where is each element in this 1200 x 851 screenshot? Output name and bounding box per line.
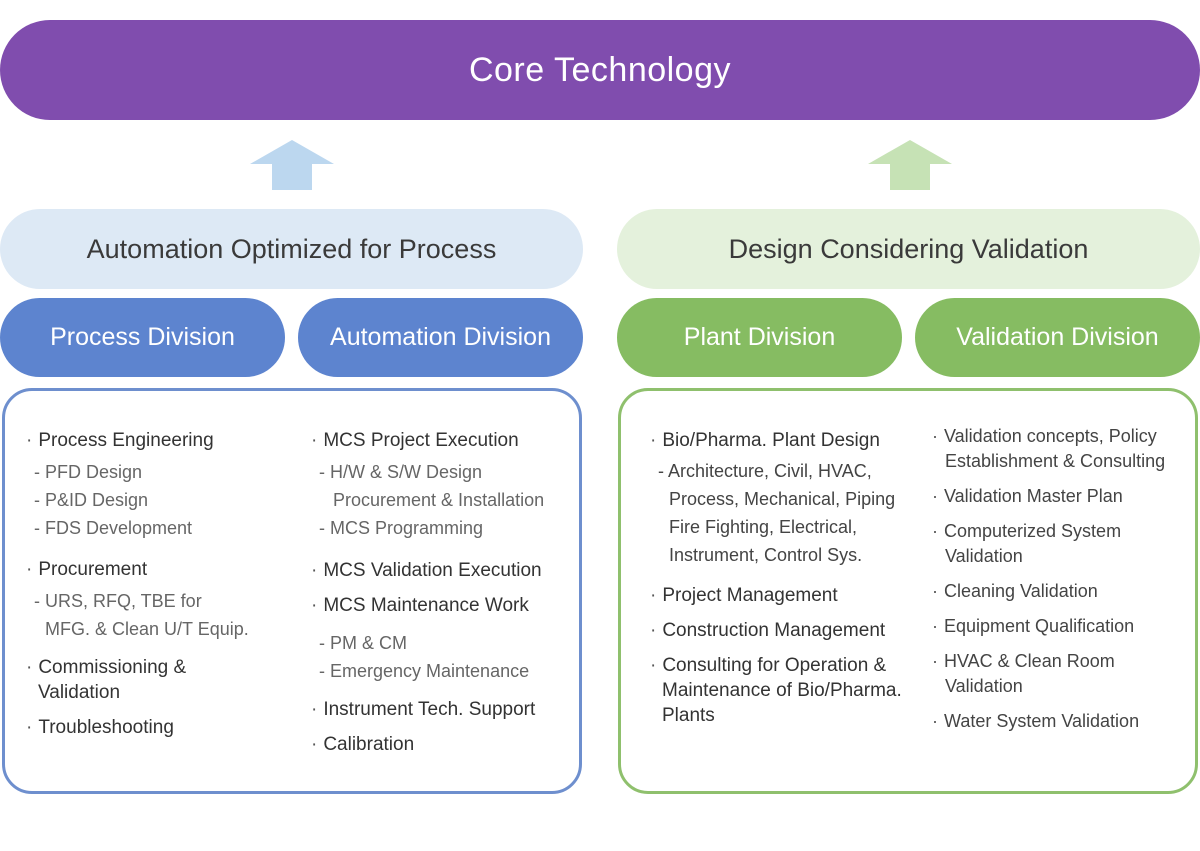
- item-cleaning-validation: · Cleaning Validation: [932, 579, 1098, 604]
- bullet-icon: ·: [650, 585, 657, 606]
- design-validation-box: [618, 388, 1198, 794]
- item-computerized-system: · Computerized System: [932, 519, 1121, 544]
- item-bio-plant-design: ·Bio/Pharma. Plant Design: [650, 428, 880, 453]
- sub-mcs-programming: - MCS Programming: [319, 518, 484, 538]
- validation-division-label: Validation Division: [956, 323, 1159, 351]
- item-label: Project Management: [662, 585, 838, 606]
- sub-architecture: - Architecture, Civil, HVAC,: [658, 461, 872, 481]
- item-consulting: ·Consulting for Operation &: [650, 653, 886, 678]
- item-validation-concepts: · Validation concepts, Policy: [932, 424, 1157, 449]
- plant-division-pill: Plant Division: [617, 298, 902, 377]
- sub-mfg-equip: MFG. & Clean U/T Equip.: [45, 619, 249, 639]
- bullet-icon: ·: [26, 717, 33, 738]
- sub-fire-fighting: Fire Fighting, Electrical,: [669, 517, 858, 537]
- bullet-icon: ·: [650, 430, 657, 451]
- sub-procurement-installation: Procurement & Installation: [333, 490, 545, 510]
- item-calibration: ·Calibration: [311, 732, 414, 757]
- item-label: Cleaning Validation: [944, 581, 1098, 601]
- bullet-icon: ·: [26, 430, 33, 451]
- bullet-icon: ·: [311, 734, 318, 755]
- bullet-icon: ·: [26, 657, 33, 678]
- automation-division-label: Automation Division: [330, 323, 551, 351]
- item-instrument-support: ·Instrument Tech. Support: [311, 697, 535, 722]
- item-label: Computerized System: [944, 521, 1122, 541]
- item-project-management: ·Project Management: [650, 583, 838, 608]
- sub-emergency-maintenance: - Emergency Maintenance: [319, 661, 530, 681]
- item-label: Validation Master Plan: [944, 486, 1123, 506]
- item-label: Troubleshooting: [38, 717, 174, 738]
- bullet-icon: ·: [650, 655, 657, 676]
- bullet-icon: ·: [932, 581, 938, 601]
- item-label: Calibration: [323, 734, 415, 755]
- item-procurement: ·Procurement: [26, 557, 147, 582]
- item-label: Bio/Pharma. Plant Design: [662, 430, 880, 451]
- item-consulting-cont1: Maintenance of Bio/Pharma.: [662, 680, 902, 701]
- item-consulting-cont2: Plants: [662, 705, 715, 726]
- item-label: MCS Maintenance Work: [323, 595, 529, 616]
- sub-pm-cm: - PM & CM: [319, 633, 407, 653]
- sub-process-mechanical: Process, Mechanical, Piping: [669, 489, 896, 509]
- item-process-engineering: ·Process Engineering: [26, 428, 214, 453]
- bullet-icon: ·: [932, 651, 938, 671]
- item-label: Construction Management: [662, 620, 886, 641]
- item-label: Instrument Tech. Support: [323, 699, 536, 720]
- item-label: Consulting for Operation &: [662, 655, 887, 676]
- automation-optimized-band: Automation Optimized for Process: [0, 209, 583, 289]
- item-computerized-system-cont: Validation: [945, 546, 1023, 566]
- band-right-title: Design Considering Validation: [728, 233, 1089, 264]
- core-technology-title: Core Technology: [468, 50, 732, 89]
- item-label: Equipment Qualification: [944, 616, 1135, 636]
- process-division-pill: Process Division: [0, 298, 285, 377]
- automation-process-box: [2, 388, 582, 794]
- validation-division-pill: Validation Division: [915, 298, 1200, 377]
- bullet-icon: ·: [932, 486, 938, 506]
- automation-division-pill: Automation Division: [298, 298, 583, 377]
- core-technology-banner: Core Technology: [0, 20, 1200, 120]
- item-commissioning-cont: Validation: [38, 682, 121, 703]
- bullet-icon: ·: [932, 616, 938, 636]
- process-division-label: Process Division: [50, 323, 235, 351]
- item-label: Procurement: [38, 559, 148, 580]
- bullet-icon: ·: [311, 595, 318, 616]
- item-hvac-clean-room-cont: Validation: [945, 676, 1023, 696]
- item-validation-master-plan: · Validation Master Plan: [932, 484, 1123, 509]
- plant-division-label: Plant Division: [683, 323, 836, 351]
- item-label: Process Engineering: [38, 430, 214, 451]
- sub-hw-sw-design: - H/W & S/W Design: [319, 462, 483, 482]
- bullet-icon: ·: [311, 560, 318, 581]
- item-water-system-validation: · Water System Validation: [932, 709, 1139, 734]
- item-hvac-clean-room: · HVAC & Clean Room: [932, 649, 1115, 674]
- bullet-icon: ·: [932, 711, 938, 731]
- bullet-icon: ·: [932, 426, 938, 446]
- item-label: MCS Validation Execution: [323, 560, 542, 581]
- arrow-up-right-icon: [868, 140, 952, 190]
- item-commissioning: ·Commissioning &: [26, 655, 186, 680]
- sub-fds-development: - FDS Development: [34, 518, 193, 538]
- item-validation-concepts-cont: Establishment & Consulting: [945, 451, 1166, 471]
- item-troubleshooting: ·Troubleshooting: [26, 715, 174, 740]
- bullet-icon: ·: [311, 699, 318, 720]
- item-label: MCS Project Execution: [323, 430, 519, 451]
- bullet-icon: ·: [311, 430, 318, 451]
- bullet-icon: ·: [26, 559, 33, 580]
- sub-urs-rfq: - URS, RFQ, TBE for: [34, 591, 202, 611]
- item-mcs-validation: ·MCS Validation Execution: [311, 558, 542, 583]
- item-label: Water System Validation: [944, 711, 1140, 731]
- sub-pfd-design: - PFD Design: [34, 462, 143, 482]
- arrow-up-left-icon: [250, 140, 334, 190]
- item-label: HVAC & Clean Room: [944, 651, 1115, 671]
- item-mcs-maintenance: ·MCS Maintenance Work: [311, 593, 529, 618]
- item-label: Validation concepts, Policy: [944, 426, 1157, 446]
- design-validation-band: Design Considering Validation: [617, 209, 1200, 289]
- band-left-title: Automation Optimized for Process: [86, 233, 497, 264]
- item-construction-management: ·Construction Management: [650, 618, 885, 643]
- sub-instrument-control: Instrument, Control Sys.: [669, 545, 863, 565]
- item-mcs-project: ·MCS Project Execution: [311, 428, 519, 453]
- sub-pid-design: - P&ID Design: [34, 490, 149, 510]
- bullet-icon: ·: [932, 521, 938, 541]
- item-equipment-qualification: · Equipment Qualification: [932, 614, 1134, 639]
- item-label: Commissioning &: [38, 657, 187, 678]
- bullet-icon: ·: [650, 620, 657, 641]
